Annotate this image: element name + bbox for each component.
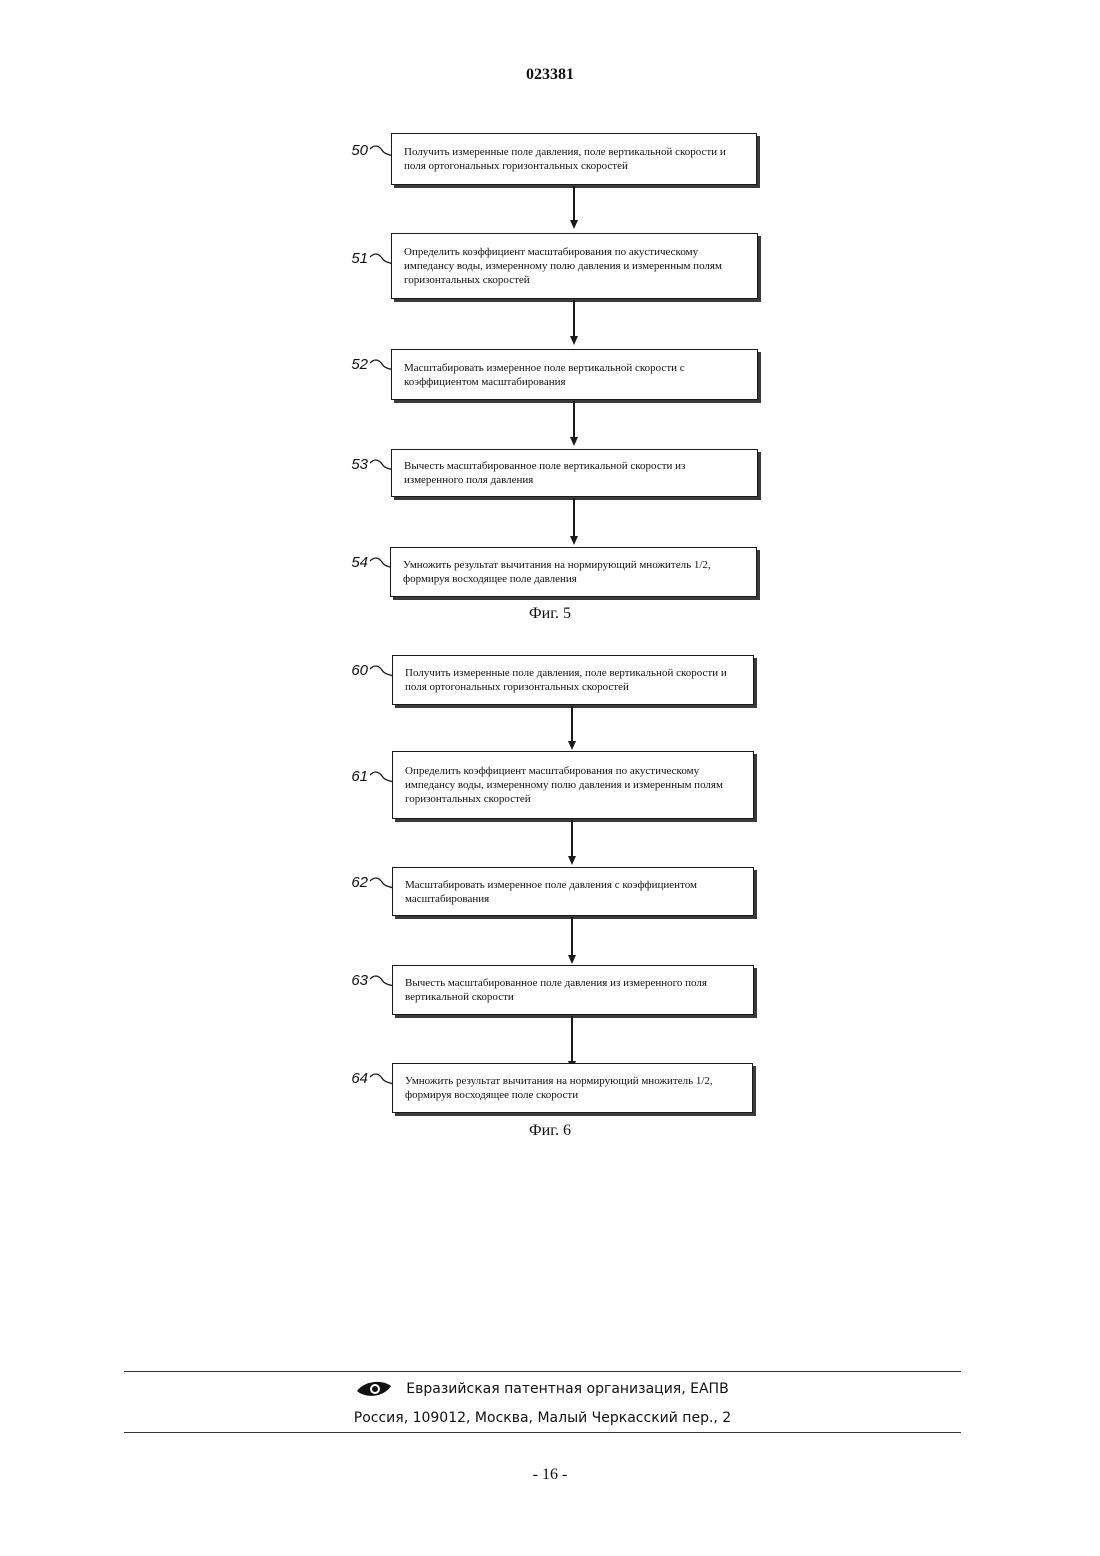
step-text-62: Масштабировать измеренное поле давления …	[405, 878, 741, 906]
step-box-64: Умножить результат вычитания на нормирую…	[392, 1063, 753, 1113]
arrow-head-51	[570, 220, 578, 229]
step-box-62: Масштабировать измеренное поле давления …	[392, 867, 754, 916]
step-label-51: 51	[344, 250, 368, 267]
step-box-63: Вычесть масштабированное поле давления и…	[392, 965, 754, 1015]
step-box-53: Вычесть масштабированное поле вертикальн…	[391, 449, 758, 497]
connector-60-61	[571, 706, 573, 741]
step-text-63: Вычесть масштабированное поле давления и…	[405, 976, 741, 1004]
step-label-52: 52	[344, 356, 368, 373]
step-label-61: 61	[344, 768, 368, 785]
step-label-60: 60	[344, 662, 368, 679]
arrow-head-53	[570, 437, 578, 446]
step-text-60: Получить измеренные поле давления, поле …	[405, 666, 741, 694]
step-text-52: Масштабировать измеренное поле вертикаль…	[404, 361, 745, 389]
step-box-51: Определить коэффициент масштабирования п…	[391, 233, 758, 299]
step-label-63: 63	[344, 972, 368, 989]
step-label-64: 64	[344, 1070, 368, 1087]
footer-address: Россия, 109012, Москва, Малый Черкасский…	[124, 1408, 961, 1428]
arrow-head-61	[568, 741, 576, 750]
footer-rule-bottom	[124, 1432, 961, 1433]
arrow-head-62	[568, 856, 576, 865]
connector-53-54	[573, 498, 575, 536]
arrow-head-63	[568, 955, 576, 964]
step-box-52: Масштабировать измеренное поле вертикаль…	[391, 349, 758, 400]
step-text-64: Умножить результат вычитания на нормирую…	[405, 1074, 740, 1102]
step-box-54: Умножить результат вычитания на нормирую…	[390, 547, 757, 597]
step-text-50: Получить измеренные поле давления, поле …	[404, 145, 744, 173]
eapo-eye-logo-icon	[356, 1379, 392, 1399]
arrow-head-54	[570, 536, 578, 545]
step-label-50: 50	[344, 142, 368, 159]
step-label-53: 53	[344, 456, 368, 473]
connector-63-64	[571, 1016, 573, 1061]
step-box-50: Получить измеренные поле давления, поле …	[391, 133, 757, 185]
footer-organization: Евразийская патентная организация, ЕАПВ	[124, 1379, 961, 1399]
connector-52-53	[573, 401, 575, 437]
connector-50-51	[573, 186, 575, 220]
step-box-60: Получить измеренные поле давления, поле …	[392, 655, 754, 705]
step-text-61: Определить коэффициент масштабирования п…	[405, 764, 741, 806]
organization-name: Евразийская патентная организация, ЕАПВ	[406, 1381, 728, 1397]
step-text-51: Определить коэффициент масштабирования п…	[404, 245, 745, 287]
connector-62-63	[571, 917, 573, 955]
connector-51-52	[573, 300, 575, 336]
figure-caption-5: Фиг. 5	[450, 605, 650, 623]
figure-caption-6: Фиг. 6	[450, 1122, 650, 1140]
step-label-62: 62	[344, 874, 368, 891]
footer-rule-top	[124, 1371, 961, 1372]
arrow-head-52	[570, 336, 578, 345]
connector-61-62	[571, 820, 573, 856]
page-number: - 16 -	[0, 1466, 1100, 1484]
step-box-61: Определить коэффициент масштабирования п…	[392, 751, 754, 819]
document-number: 023381	[0, 66, 1100, 84]
step-text-53: Вычесть масштабированное поле вертикальн…	[404, 459, 745, 487]
step-label-54: 54	[344, 554, 368, 571]
step-text-54: Умножить результат вычитания на нормирую…	[403, 558, 744, 586]
